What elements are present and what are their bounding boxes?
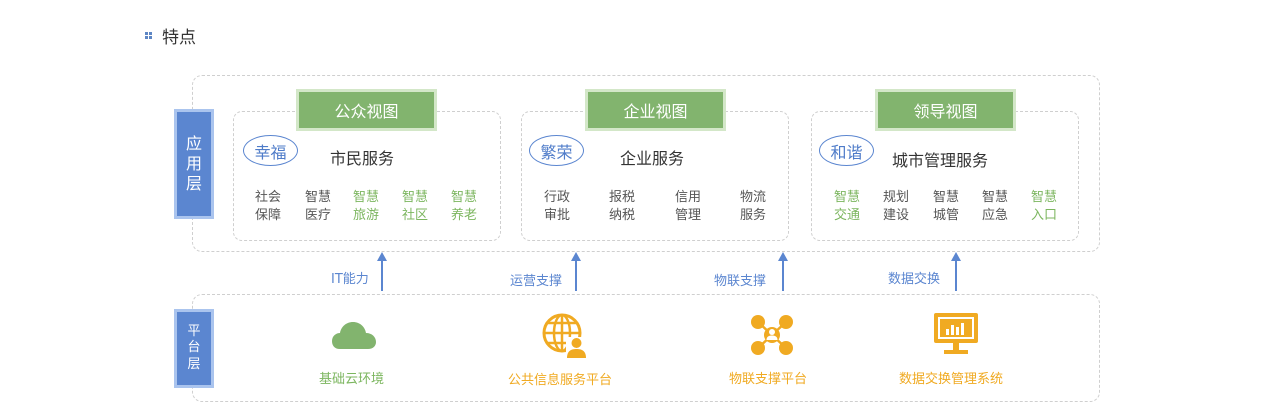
happiness-badge: 幸福: [243, 135, 298, 166]
feature-item: 规划建设: [882, 190, 909, 223]
feature-item: 智慧养老: [450, 190, 477, 223]
feature-item: 智慧城管: [932, 190, 959, 223]
section-header: 特点: [145, 22, 196, 48]
platform-item-iot: 物联支撑平台: [729, 372, 808, 387]
public-view-tag: 公众视图: [296, 89, 437, 131]
section-title: 特点: [162, 27, 196, 48]
leadership-view-tag: 领导视图: [875, 89, 1016, 131]
feature-item: 智慧旅游: [352, 190, 379, 223]
feature-item: 行政审批: [543, 190, 570, 223]
connector-label-iot: 物联支撑: [714, 274, 767, 289]
feature-item: 智慧社区: [401, 190, 428, 223]
platform-item-data-exchange: 数据交换管理系统: [899, 372, 1004, 387]
application-layer-label: 应 用 层: [174, 109, 214, 219]
connector-label-operations: 运营支撑: [510, 274, 563, 289]
cloud-icon: [332, 322, 376, 349]
grid-bullet-icon: [145, 31, 152, 39]
feature-item: 智慧入口: [1030, 190, 1057, 223]
feature-item: 智慧应急: [981, 190, 1008, 223]
enterprise-view-tag: 企业视图: [585, 89, 726, 131]
feature-item: 社会保障: [254, 190, 281, 223]
network-nodes-icon: [751, 315, 793, 355]
connector-label-data: 数据交换: [888, 272, 941, 287]
city-management-service-title: 城市管理服务: [892, 151, 989, 170]
up-arrow-icon: [951, 252, 961, 291]
up-arrow-icon: [778, 252, 788, 291]
prosperity-badge: 繁荣: [529, 135, 584, 166]
feature-item: 信用管理: [674, 190, 701, 223]
up-arrow-icon: [571, 252, 581, 291]
globe-user-icon: [542, 313, 587, 358]
enterprise-service-title: 企业服务: [620, 149, 685, 168]
connector-label-it: IT能力: [331, 272, 369, 287]
platform-layer-label: 平 台 层: [174, 309, 214, 388]
monitor-chart-icon: [934, 313, 978, 354]
harmony-badge: 和谐: [819, 135, 874, 166]
feature-item: 智慧交通: [833, 190, 860, 223]
up-arrow-icon: [377, 252, 387, 291]
feature-item: 报税纳税: [608, 190, 635, 223]
platform-item-cloud: 基础云环境: [319, 372, 385, 387]
platform-item-public-info: 公共信息服务平台: [508, 373, 613, 388]
feature-item: 智慧医疗: [304, 190, 331, 223]
citizen-service-title: 市民服务: [330, 149, 395, 168]
feature-item: 物流服务: [739, 190, 766, 223]
